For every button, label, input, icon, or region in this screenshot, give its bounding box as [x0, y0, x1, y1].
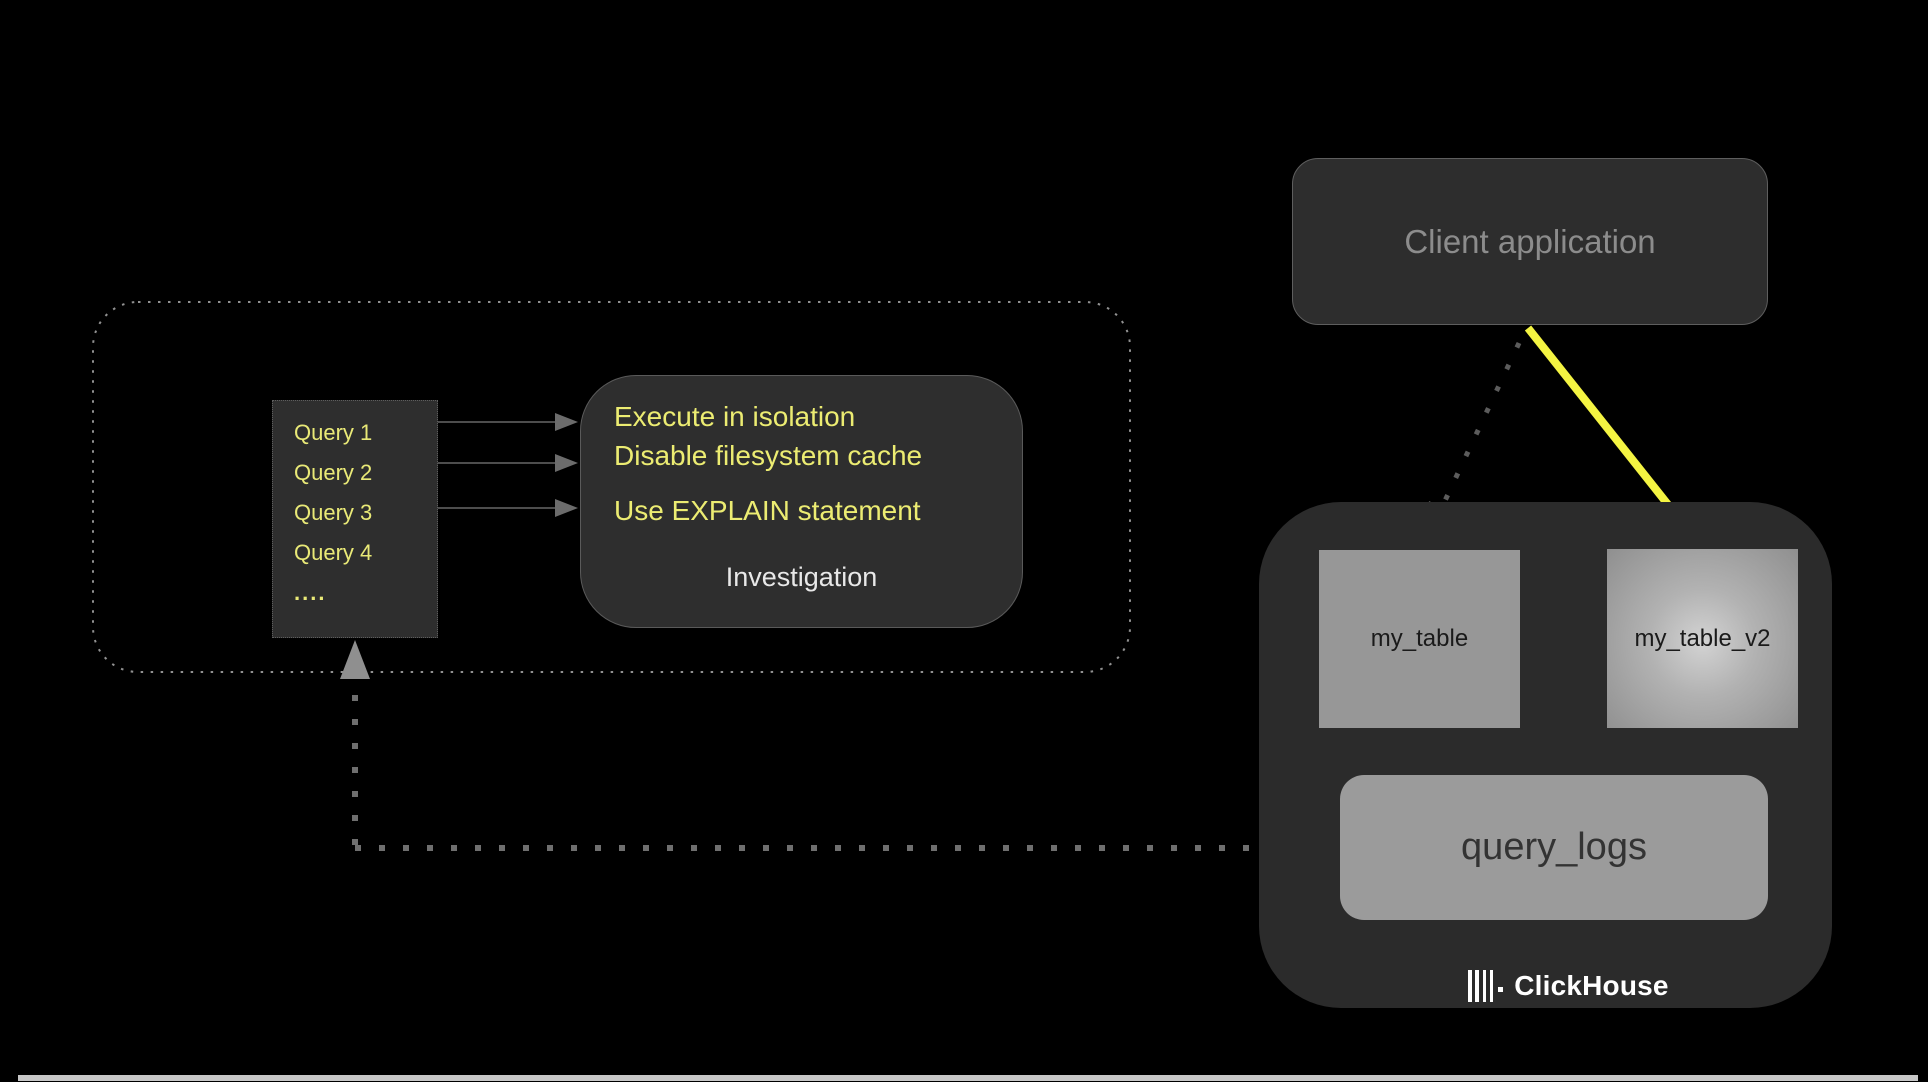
query3-arrowhead — [555, 499, 578, 517]
investigation-tip: Execute in isolation — [614, 401, 856, 432]
clickhouse-container: my_table my_table_v2 query_logs ClickHou… — [1259, 502, 1832, 1008]
window-bottom-edge — [18, 1075, 1918, 1081]
logs-connector-up-arrowhead — [340, 640, 370, 679]
query-item: Query 4 — [294, 540, 373, 565]
logs-to-queries-connector — [352, 686, 1338, 851]
query-list-box: Query 1 Query 2 Query 3 Query 4 .... — [272, 400, 438, 638]
query-item: Query 2 — [294, 460, 373, 485]
client-application-label: Client application — [1404, 222, 1656, 260]
investigation-tip: Use EXPLAIN statement — [614, 495, 921, 526]
query-item: Query 1 — [294, 420, 373, 445]
query-logs-label: query_logs — [1461, 826, 1647, 868]
query-arrows — [414, 421, 558, 509]
query2-arrowhead — [555, 454, 578, 472]
query-arrowheads — [555, 413, 578, 517]
dotted-group-outline — [92, 301, 1131, 673]
clickhouse-bars-icon — [1468, 970, 1504, 1002]
query-item: Query 3 — [294, 500, 373, 525]
client-to-mytable-dotted-line — [1440, 341, 1522, 507]
my-table-v2-label: my_table_v2 — [1634, 624, 1771, 652]
query-item-ellipsis: .... — [294, 580, 327, 605]
clickhouse-wordmark: ClickHouse — [1514, 970, 1669, 1001]
query-logs-node: query_logs — [1340, 775, 1768, 920]
client-application-box: Client application — [1292, 158, 1768, 325]
client-to-mytablev2-yellow-line — [1524, 325, 1685, 524]
clickhouse-dot-icon — [1498, 986, 1504, 992]
investigation-label: Investigation — [725, 562, 878, 592]
investigation-box: Execute in isolation Disable filesystem … — [580, 375, 1023, 628]
investigation-tip: Disable filesystem cache — [614, 440, 923, 471]
my-table-node: my_table — [1319, 550, 1520, 728]
query1-arrowhead — [555, 413, 578, 431]
my-table-label: my_table — [1370, 625, 1469, 652]
my-table-v2-node: my_table_v2 — [1607, 549, 1798, 728]
clickhouse-logo: ClickHouse — [1468, 969, 1669, 1003]
